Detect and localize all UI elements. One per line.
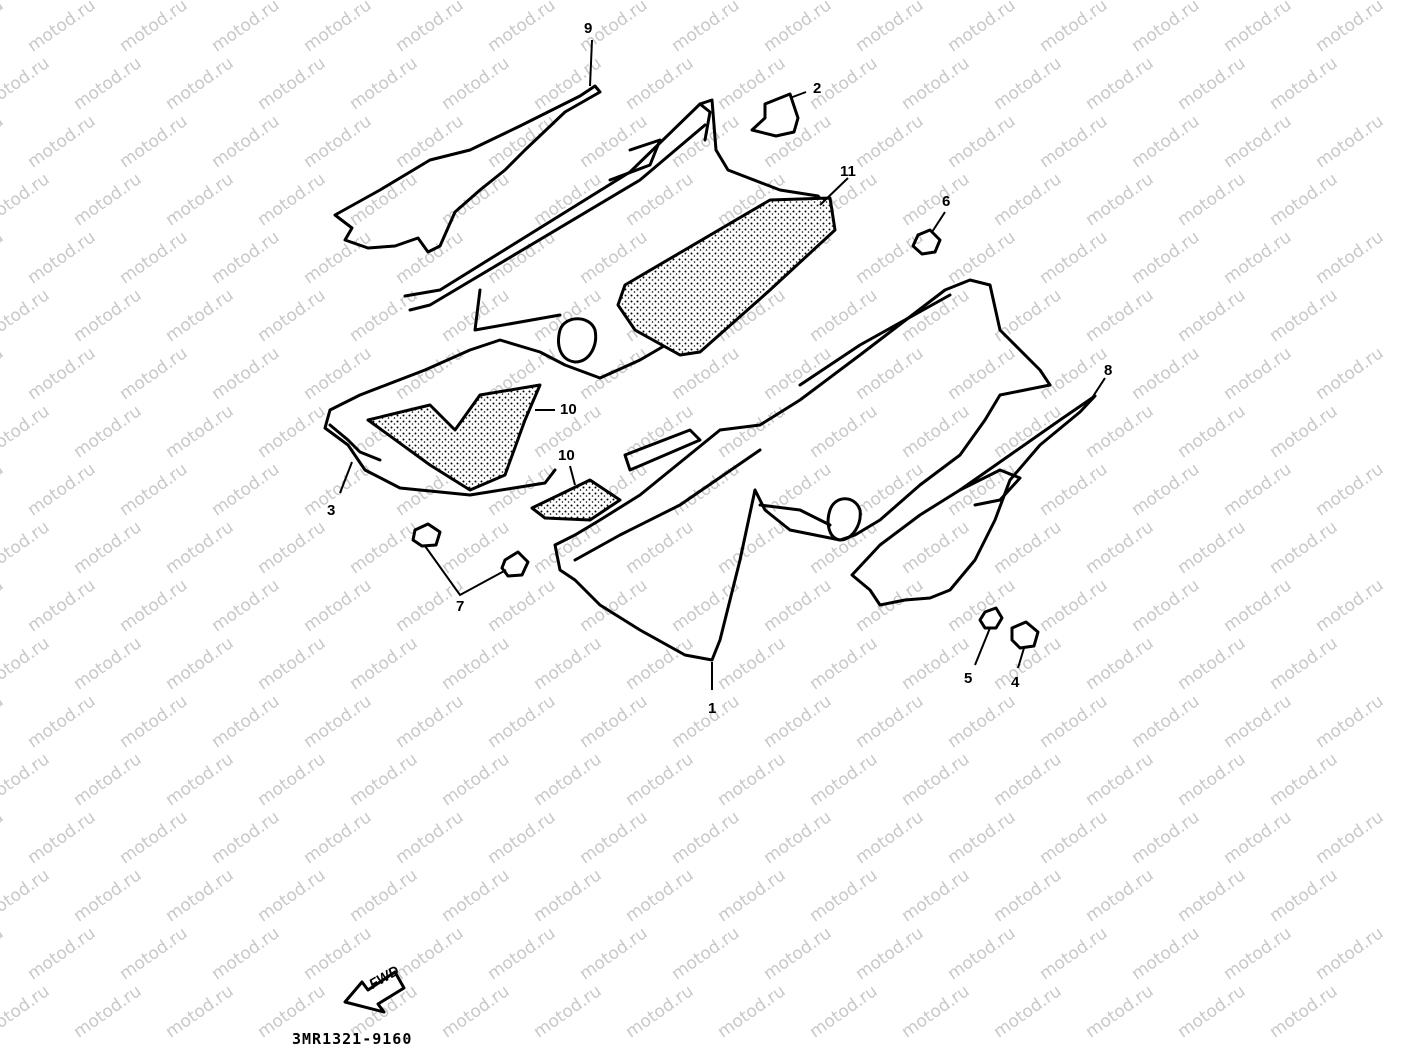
part-7-bushing-b xyxy=(500,550,530,578)
part-1-right-side-cover xyxy=(553,278,1052,662)
part-6-bushing xyxy=(911,228,942,256)
part-9-emblem xyxy=(333,84,602,254)
callout-7: 7 xyxy=(456,598,465,615)
part-10-foam-upper xyxy=(366,383,542,492)
callout-10-lower: 10 xyxy=(558,447,575,464)
part-2-clip xyxy=(750,92,800,138)
part-7-bushing-a xyxy=(411,522,442,548)
callout-4: 4 xyxy=(1011,674,1020,691)
part-5-grommet xyxy=(978,606,1004,630)
callout-5: 5 xyxy=(964,670,973,687)
callout-9: 9 xyxy=(584,20,593,37)
grommet-upper xyxy=(557,317,598,364)
callout-8: 8 xyxy=(1104,362,1113,379)
callout-1: 1 xyxy=(708,700,717,717)
callout-6: 6 xyxy=(942,193,951,210)
grommet-lower xyxy=(826,497,862,542)
callout-2: 2 xyxy=(813,80,822,97)
part-4-screw xyxy=(1010,620,1040,650)
part-10-foam-lower xyxy=(530,478,622,522)
part-11-foam-pad xyxy=(616,196,837,357)
diagram-code: 3MR1321-9160 xyxy=(292,1030,413,1048)
callout-3: 3 xyxy=(327,502,336,519)
callout-11: 11 xyxy=(840,163,856,180)
leader-lines xyxy=(339,39,1106,690)
fwd-arrow-icon xyxy=(343,970,406,1014)
part-3-left-side-cover xyxy=(323,98,832,497)
callout-10-upper: 10 xyxy=(560,401,577,418)
part-8-emblem xyxy=(850,394,1097,607)
